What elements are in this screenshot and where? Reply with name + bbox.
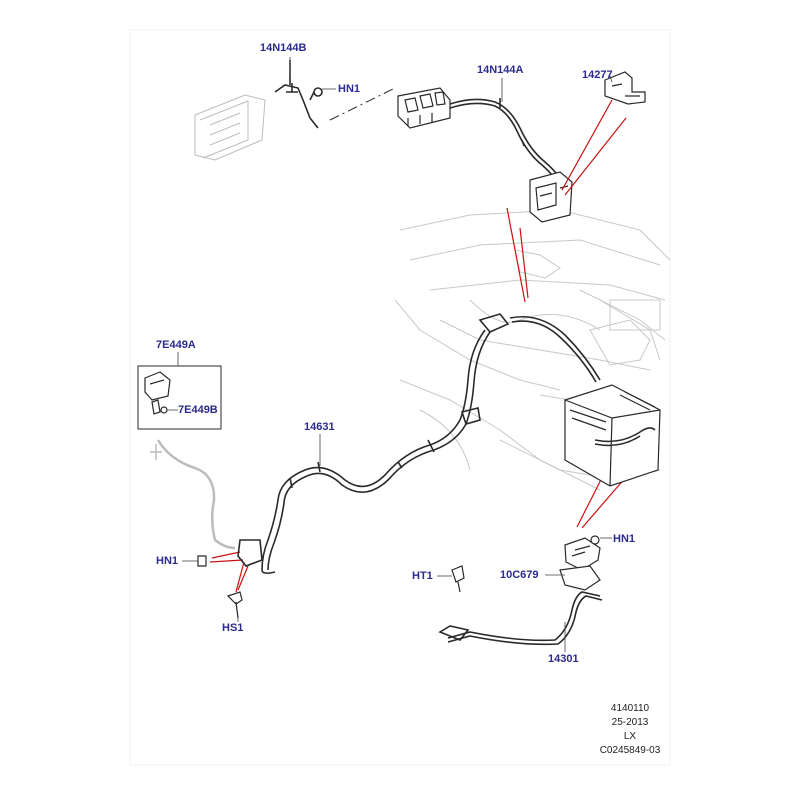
footer-illustration-id: C0245849-03 [599, 745, 661, 756]
connector-14277 [604, 71, 646, 105]
stud-HT1 [451, 565, 465, 593]
callout-14631: 14631 [304, 421, 335, 433]
harness-14N144B [274, 60, 323, 129]
battery-cable [594, 427, 656, 447]
callout-HN1-top: HN1 [338, 83, 361, 95]
control-module [194, 94, 266, 161]
stud-HS1 [226, 591, 243, 619]
harness-14631 [237, 313, 601, 574]
callout-14N144A: 14N144A [477, 64, 524, 76]
callout-HN1-right: HN1 [613, 533, 636, 545]
diagram-frame [129, 29, 671, 766]
sensor-7E449B [151, 399, 168, 415]
callout-14277: 14277 [582, 69, 613, 81]
ground-cable-14301 [438, 591, 603, 646]
callout-7E449A: 7E449A [156, 339, 196, 351]
connector-link-line [329, 87, 396, 121]
callout-14301: 14301 [548, 653, 579, 665]
callout-HS1: HS1 [222, 622, 244, 634]
fuse-block [397, 87, 451, 129]
callout-14N144B: 14N144B [260, 42, 307, 54]
sensor-7E449A [144, 371, 171, 401]
callout-7E449B: 7E449B [178, 404, 218, 416]
battery-junction-box [529, 171, 573, 223]
leader-14277 [609, 75, 613, 83]
callout-HN1-left: HN1 [156, 555, 179, 567]
sensor-inset-box [137, 365, 222, 430]
footer-ref-number: 4140110 [610, 703, 650, 714]
ghost-harness-left [156, 439, 236, 550]
harness-14N144A [449, 98, 566, 191]
battery [564, 384, 661, 487]
terminal-10C679 [559, 535, 601, 591]
footer-model-code: LX [623, 731, 637, 742]
callout-10C679: 10C679 [500, 569, 539, 581]
footer-date-code: 25-2013 [611, 717, 649, 728]
ghost-harness-left-inner [150, 444, 162, 460]
bolt-HN1-left [197, 555, 207, 567]
callout-HT1: HT1 [412, 570, 433, 582]
